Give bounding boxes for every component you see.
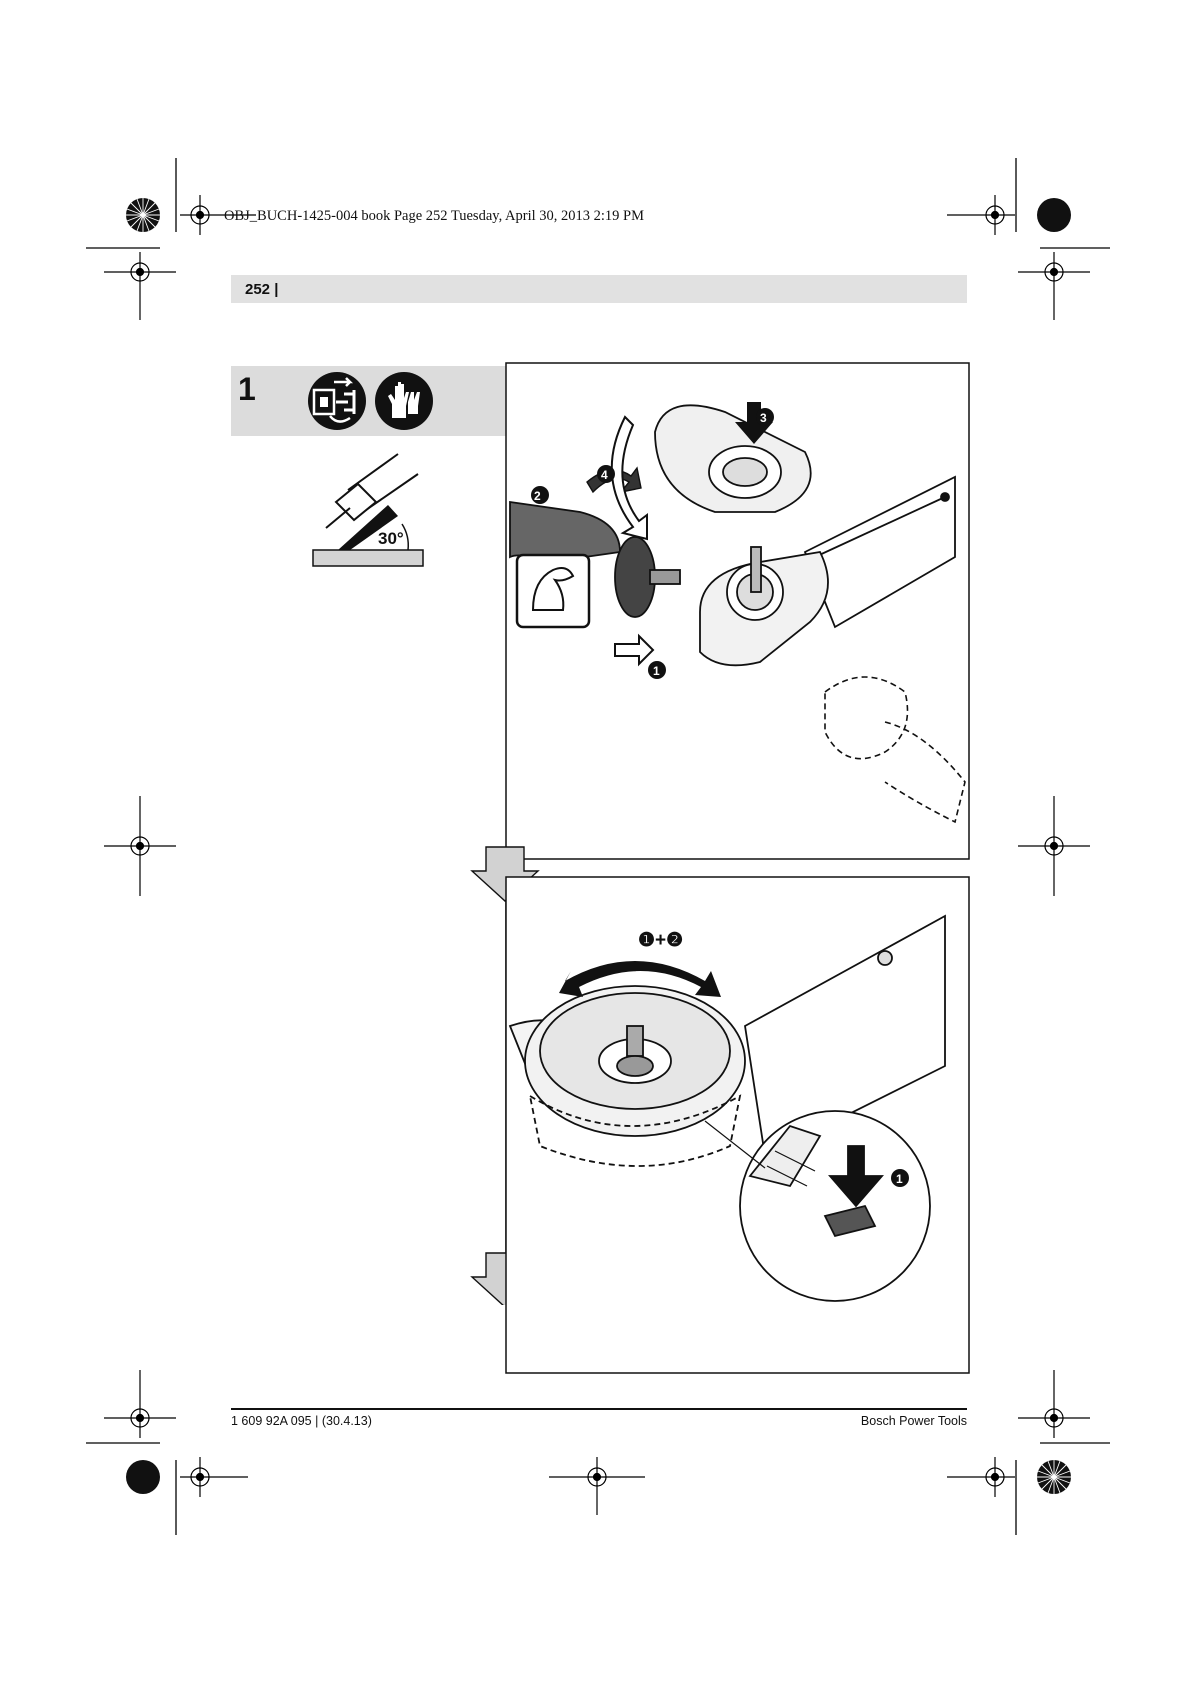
rotation-label: ❶+❷: [638, 930, 683, 951]
grinder-illustration: [699, 475, 956, 667]
svg-text:1: 1: [653, 664, 660, 678]
sunburst-marks: [126, 198, 1071, 1494]
rotate-arrow-4: [610, 415, 648, 541]
svg-text:4: 4: [601, 468, 608, 482]
registration-targets: [104, 195, 1090, 1515]
lever-detail: [704, 1110, 931, 1302]
guard-assembly: [524, 985, 746, 1167]
lever-callout: 1: [896, 1172, 903, 1186]
unplug-icon: [308, 372, 366, 430]
step-header: [231, 366, 510, 436]
down-arrow-3: [735, 402, 773, 444]
svg-text:3: 3: [760, 411, 767, 425]
svg-text:2: 2: [534, 489, 541, 503]
page-number: 252 |: [245, 281, 279, 298]
auxiliary-handle: [509, 500, 681, 618]
step-number: 1: [238, 371, 256, 407]
footer-rule: [231, 1408, 967, 1410]
guard-adjust-panel: ❶+❷ 1: [505, 876, 970, 1374]
protection-guard: [654, 404, 812, 513]
force-warning-icon: [515, 553, 591, 629]
rotation-arrow: [559, 961, 721, 997]
step-warning-icons: [308, 372, 433, 430]
pull-arrow-1: [614, 633, 655, 667]
angle-diagram: 30°: [312, 453, 424, 567]
gloves-icon: [375, 372, 433, 430]
handle-outline: [824, 676, 966, 824]
document-code: 1 609 92A 095 | (30.4.13): [231, 1414, 372, 1428]
header-bar: [231, 275, 967, 303]
document-slug: OBJ_BUCH-1425-004 book Page 252 Tuesday,…: [224, 208, 644, 224]
brand-footer: Bosch Power Tools: [860, 1414, 967, 1428]
angle-label: 30°: [378, 529, 404, 548]
disassembly-panel: 2 3 4 1: [505, 362, 970, 860]
